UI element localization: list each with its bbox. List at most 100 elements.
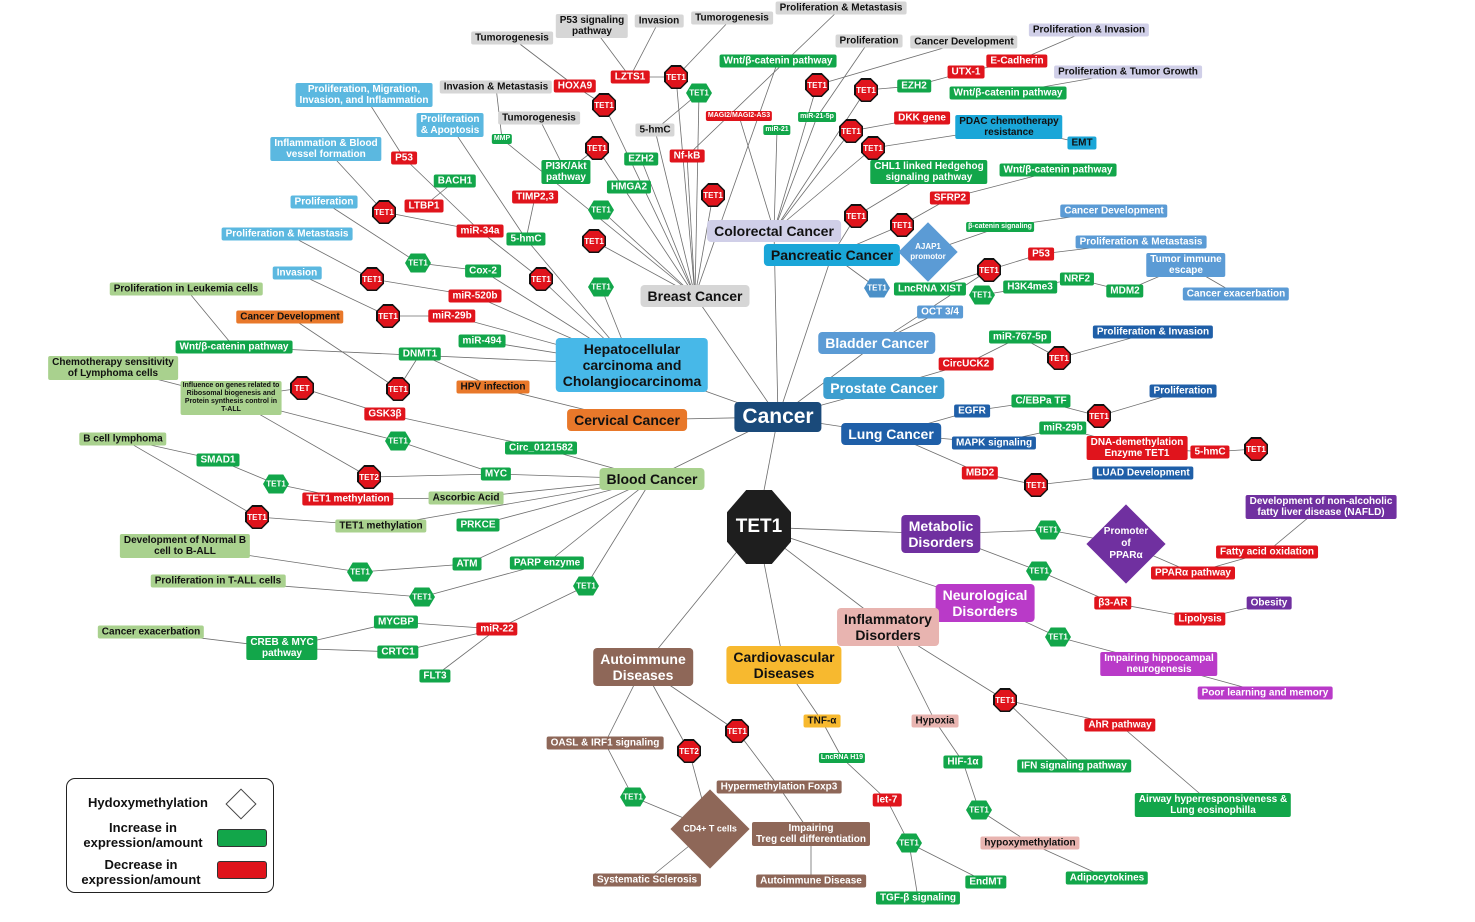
connector-line	[694, 92, 700, 297]
octagon-label: TET1	[373, 201, 395, 223]
node-hif: HIF-1α	[943, 755, 983, 769]
octagon-label: TET1	[1025, 474, 1047, 496]
node-hippo: Impairing hippocampal neurogenesis	[1100, 652, 1218, 676]
node-cox2: Cox-2	[465, 264, 501, 278]
node-prolmet2: Proliferation & Metastasis	[221, 227, 353, 241]
node-b3ar: β3-AR	[1094, 596, 1132, 610]
node-hypoxia: Hypoxia	[911, 714, 959, 728]
node-mir29b1: miR-29b	[428, 309, 476, 323]
increase-hexagon-icon: TET1	[588, 277, 614, 297]
hub-hcc: Hepatocellular carcinoma and Cholangioca…	[555, 338, 709, 392]
increase-hexagon-icon: TET1	[347, 562, 373, 582]
decrease-octagon-icon: TET1	[592, 93, 616, 117]
increase-hexagon-icon: TET1	[966, 800, 992, 820]
node-mir21: miR-21	[763, 125, 791, 135]
octagon-label: TET1	[840, 120, 862, 142]
node-mmp: MMP	[491, 134, 513, 144]
octagon-label: TET1	[377, 305, 399, 327]
node-dnademeth: DNA-demethylation Enzyme TET1	[1086, 436, 1188, 460]
node-invmet: Invasion & Metastasis	[439, 80, 553, 94]
connector-line	[525, 196, 536, 240]
connector-line	[773, 147, 874, 232]
hub-lung: Lung Cancer	[841, 423, 941, 445]
diamond-ajap1-label: AJAP1 promotor	[910, 242, 946, 261]
node-ahr: AhR pathway	[1084, 718, 1156, 732]
node-invhcc: Invasion	[272, 266, 322, 280]
decrease-octagon-icon: TET1	[844, 204, 868, 228]
hub-blood: Blood Cancer	[599, 468, 705, 490]
node-mapk: MAPK signaling	[951, 436, 1037, 450]
connector-line	[600, 209, 696, 297]
node-nfkb: Nf-kB	[669, 149, 705, 163]
decrease-octagon-icon: TET1	[890, 213, 914, 237]
node-tumimm: Tumor immune escape	[1146, 253, 1226, 277]
increase-hexagon-icon: TET1	[686, 83, 712, 103]
connector-line	[1004, 699, 1075, 767]
decrease-octagon-icon: TET1	[386, 377, 410, 401]
octagon-label: TET1	[361, 268, 383, 290]
node-sfrp2: SFRP2	[929, 191, 971, 205]
node-p53a: P53	[391, 151, 417, 165]
decrease-octagon-icon: TET1	[1024, 473, 1048, 497]
node-hpv: HPV infection	[456, 380, 530, 394]
node-tumo3: Tumorogenesis	[498, 111, 580, 125]
connector-line	[773, 89, 867, 232]
octagon-label: TET1	[665, 66, 687, 88]
octagon-label: TET1	[387, 378, 409, 400]
increase-hexagon-icon: TET1	[573, 576, 599, 596]
connector-line	[434, 628, 498, 677]
hub-cancer: Cancer	[734, 402, 822, 432]
octagon-label: TET	[291, 377, 313, 399]
increase-hexagon-icon: TET1	[405, 253, 431, 273]
node-prolhcc: Proliferation	[290, 195, 358, 209]
decrease-octagon-icon: TET1	[1087, 404, 1111, 428]
octagon-label: TET1	[891, 214, 913, 236]
node-pdac: PDAC chemotherapy resistance	[955, 115, 1063, 139]
decrease-octagon-icon: TET2	[677, 739, 701, 763]
node-lnch19: LncRNA H19	[818, 753, 866, 763]
node-prolleuk: Proliferation in Leukemia cells	[109, 282, 263, 296]
node-fatox: Fatty acid oxidation	[1216, 545, 1318, 559]
decrease-octagon-icon: TET1	[805, 73, 829, 97]
node-mir34a: miR-34a	[456, 224, 504, 238]
node-obesity: Obesity	[1246, 596, 1292, 610]
octagon-label: TET1	[593, 94, 615, 116]
node-lncxist: LncRNA XIST	[893, 282, 967, 296]
node-tgfb: TGF-β signaling	[875, 891, 961, 905]
node-wnt1: Wnt/β-catenin pathway	[719, 54, 837, 68]
node-wnt2: Wnt/β-catenin pathway	[949, 86, 1067, 100]
connector-line	[359, 563, 468, 573]
node-pparpath: PPARα pathway	[1151, 566, 1235, 580]
hub-inflammatory: Inflammatory Disorders	[837, 608, 939, 646]
node-bcatsig: β-catenin signaling	[966, 222, 1034, 232]
connector-line	[496, 585, 587, 630]
node-timp: TIMP2,3	[512, 190, 558, 204]
connector-line	[694, 60, 779, 297]
node-bcell: B cell lymphoma	[79, 432, 167, 446]
node-prolinv2: Proliferation & Invasion	[1092, 325, 1214, 339]
connector-line	[368, 473, 497, 478]
decrease-octagon-icon: TET1	[725, 719, 749, 743]
decrease-octagon-icon: TET	[290, 376, 314, 400]
octagon-label: TET1	[1048, 347, 1070, 369]
node-magi: MAGI2/MAGI2-AS3	[705, 111, 773, 121]
node-atm: ATM	[452, 557, 482, 571]
node-h3k4: H3K4me3	[1003, 280, 1057, 294]
tet1-center-node: TET1	[727, 490, 791, 564]
increase-hexagon-icon: TET1	[864, 278, 890, 298]
node-nrf2: NRF2	[1059, 272, 1095, 286]
octagon-label: TET1	[1088, 405, 1110, 427]
node-tetmeth1: TET1 methylation	[302, 492, 394, 506]
node-foxp3: Hypermethylation Foxp3	[716, 780, 842, 794]
node-fivehmc3: 5-hmC	[1190, 445, 1230, 459]
increase-hexagon-icon: TET1	[1026, 561, 1052, 581]
connector-line	[773, 84, 818, 232]
connector-line	[773, 129, 778, 232]
node-emt: EMT	[1067, 136, 1097, 150]
node-devb: Development of Normal B cell to B-ALL	[119, 534, 251, 558]
node-tumo2: Tumorogenesis	[471, 31, 553, 45]
hub-cardio: Cardiovascular Diseases	[726, 646, 842, 684]
node-mycbp: MYCBP	[373, 615, 419, 629]
legend-diamond-icon	[225, 788, 257, 820]
node-circuck2: CircUCK2	[938, 357, 994, 371]
